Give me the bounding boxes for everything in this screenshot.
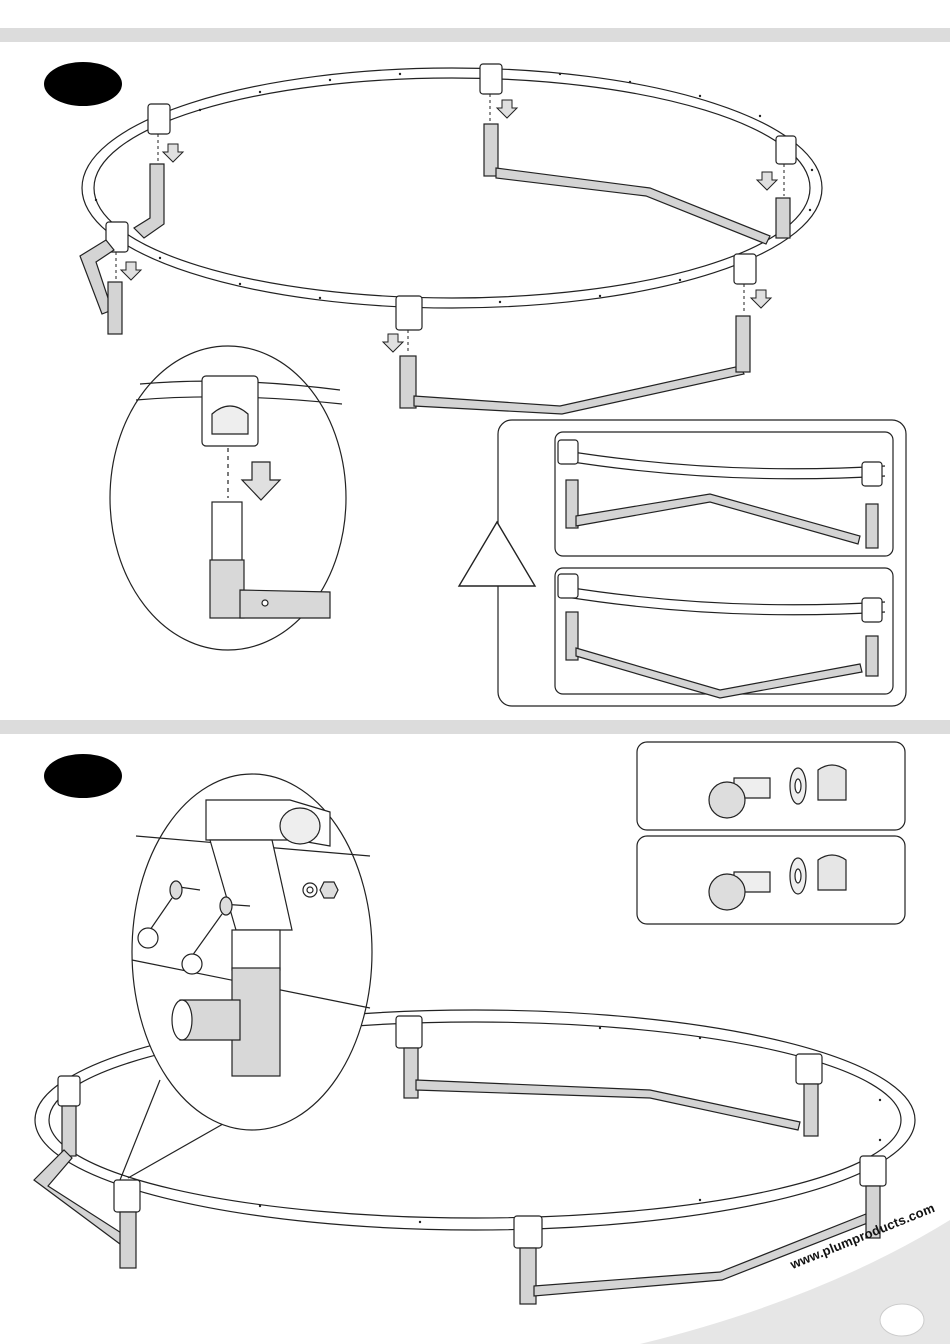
step-1-frame-ring [82,68,822,308]
step-1-guides [116,94,784,354]
step-1-ring-dots [95,73,813,303]
step-2-legs [34,1048,880,1304]
warning-panel [498,420,906,706]
step-1-detail-zoom [110,346,346,650]
step-1-arrows [121,100,777,352]
hardware-box-2 [637,836,905,924]
hardware-box-1 [637,742,905,830]
step-1-brackets [106,64,796,330]
step-2-detail-zoom [120,774,372,1180]
